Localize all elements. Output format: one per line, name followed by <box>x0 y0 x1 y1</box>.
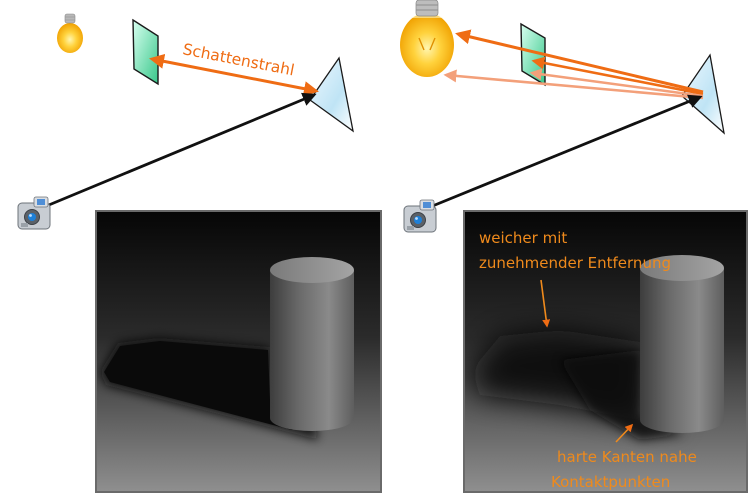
camera-ray <box>429 94 703 209</box>
light-bulb-icon <box>57 13 83 53</box>
annotation-hard-arrow <box>615 423 634 443</box>
annotation-hard-line-2: Kontaktpunkten <box>551 473 670 491</box>
shadow-ray-label: Schattenstrahl <box>181 40 296 79</box>
left-diagram: Schattenstrahl <box>17 13 382 493</box>
annotation-hard-line-1: harte Kanten nahe <box>557 448 697 466</box>
occluder-plane <box>132 18 159 86</box>
annotation-soft-arrow <box>540 279 551 328</box>
camera-icon <box>403 199 437 233</box>
camera-icon <box>17 196 51 230</box>
shadow-ray <box>149 53 319 97</box>
area-light-bulb-icon <box>400 0 454 77</box>
mirror-prism <box>309 56 354 133</box>
annotation-soft-line-2: zunehmender Entfernung <box>479 254 671 272</box>
render-panel-soft-shadow: weicher mit zunehmender Entfernung harte… <box>463 210 748 493</box>
annotation-soft-line-1: weicher mit <box>479 229 567 247</box>
shadow-rays <box>443 29 704 100</box>
render-panel-hard-shadow <box>95 210 382 493</box>
camera-ray <box>43 92 317 209</box>
right-diagram: weicher mit zunehmender Entfernung harte… <box>400 0 748 493</box>
